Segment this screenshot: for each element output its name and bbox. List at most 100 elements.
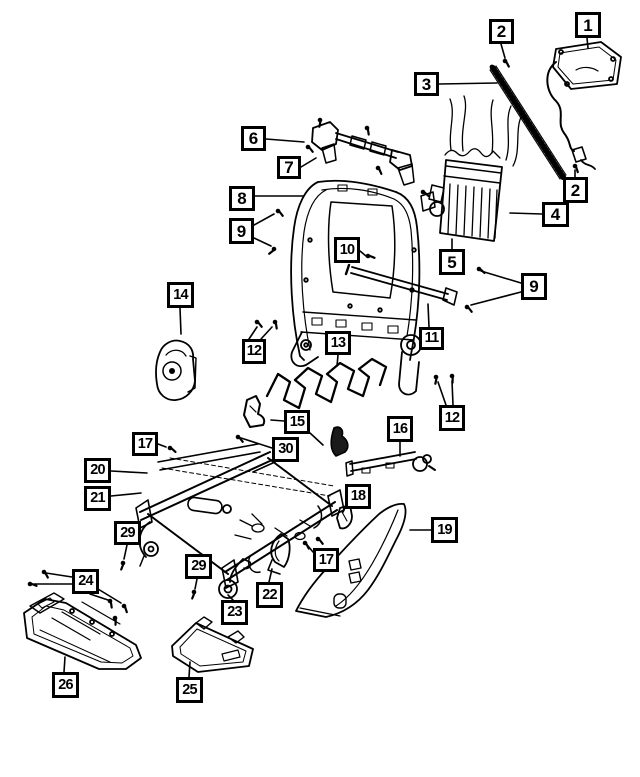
callout-label: 22 xyxy=(262,586,277,603)
leader-line xyxy=(307,545,314,553)
callout-30-32[interactable]: 30 xyxy=(272,437,299,462)
leader-line xyxy=(260,326,273,340)
part-support-plate xyxy=(171,616,254,673)
callout-20-23[interactable]: 20 xyxy=(84,458,111,483)
callout-22-25[interactable]: 22 xyxy=(256,582,283,608)
callout-label: 29 xyxy=(191,558,206,575)
leader-line xyxy=(480,270,522,284)
callout-15-17[interactable]: 15 xyxy=(284,410,310,434)
callout-23-26[interactable]: 23 xyxy=(221,600,248,625)
callout-8-8[interactable]: 8 xyxy=(229,186,255,211)
part-tie-rod xyxy=(489,64,567,180)
callout-26-29[interactable]: 26 xyxy=(52,672,79,698)
callout-12-13[interactable]: 12 xyxy=(242,339,266,364)
leader-line xyxy=(336,354,339,367)
callout-label: 17 xyxy=(318,551,334,568)
part-module-panel xyxy=(546,41,622,170)
callout-label: 19 xyxy=(437,521,452,538)
callout-24-27[interactable]: 24 xyxy=(72,569,99,594)
part-adjuster-rail xyxy=(345,451,436,477)
callout-label: 15 xyxy=(289,413,305,430)
part-latch-left xyxy=(243,395,266,428)
callout-label: 13 xyxy=(330,334,346,351)
leader-line xyxy=(451,380,454,406)
callout-label: 9 xyxy=(236,221,247,241)
callout-25-28[interactable]: 25 xyxy=(176,677,203,703)
part-lumbar-rod xyxy=(344,263,458,306)
callout-label: 26 xyxy=(58,676,73,693)
part-latch-right xyxy=(330,426,349,457)
callout-9-10[interactable]: 9 xyxy=(521,273,547,300)
callout-2-3[interactable]: 2 xyxy=(563,177,588,203)
callout-29-30[interactable]: 29 xyxy=(114,521,141,545)
callout-12-14[interactable]: 12 xyxy=(439,405,465,431)
leader-lines xyxy=(33,37,589,678)
callout-label: 29 xyxy=(120,524,135,541)
leader-line xyxy=(270,419,285,422)
leader-line xyxy=(427,303,430,328)
callout-2-1[interactable]: 2 xyxy=(489,19,514,44)
callout-7-7[interactable]: 7 xyxy=(277,156,301,179)
leader-line xyxy=(194,578,198,590)
leader-line xyxy=(500,43,506,59)
part-cushion-pan xyxy=(23,592,142,670)
callout-label: 3 xyxy=(421,74,432,94)
callout-6-6[interactable]: 6 xyxy=(241,126,266,151)
callout-5-5[interactable]: 5 xyxy=(439,249,465,275)
callout-9-9[interactable]: 9 xyxy=(229,218,254,244)
leader-line xyxy=(359,250,367,257)
callout-4-4[interactable]: 4 xyxy=(542,202,569,227)
callout-label: 21 xyxy=(90,490,105,507)
callout-label: 18 xyxy=(350,488,366,505)
leader-line xyxy=(110,470,148,474)
leader-line xyxy=(265,138,305,143)
callout-label: 2 xyxy=(570,180,581,200)
callout-label: 1 xyxy=(583,15,593,35)
leader-line xyxy=(586,37,589,49)
callout-17-19[interactable]: 17 xyxy=(132,432,158,456)
callout-label: 20 xyxy=(90,462,105,479)
callout-label: 10 xyxy=(339,241,355,258)
leader-line xyxy=(509,212,543,215)
callout-1-0[interactable]: 1 xyxy=(575,12,601,38)
leader-line xyxy=(252,461,276,473)
leader-line xyxy=(179,307,182,335)
leader-line xyxy=(97,588,122,604)
part-anchor-bracket xyxy=(336,504,353,530)
callout-14-16[interactable]: 14 xyxy=(167,282,194,308)
callout-label: 25 xyxy=(182,681,197,698)
callout-29-31[interactable]: 29 xyxy=(185,554,212,579)
callout-3-2[interactable]: 3 xyxy=(414,72,439,96)
callout-label: 8 xyxy=(237,189,247,208)
leader-line xyxy=(157,443,167,448)
callout-13-15[interactable]: 13 xyxy=(325,331,351,355)
leader-line xyxy=(89,593,109,601)
leader-line xyxy=(437,381,447,406)
leader-line xyxy=(45,572,73,578)
part-outboard-shield xyxy=(295,502,407,618)
leader-line xyxy=(309,432,324,446)
callout-label: 17 xyxy=(137,435,153,452)
callout-18-21[interactable]: 18 xyxy=(345,484,371,509)
callout-10-11[interactable]: 10 xyxy=(334,237,360,263)
leader-line xyxy=(240,437,273,449)
leader-line xyxy=(63,656,66,673)
callout-label: 12 xyxy=(444,409,460,426)
leader-line xyxy=(227,594,234,601)
callout-16-18[interactable]: 16 xyxy=(387,416,413,442)
callout-19-22[interactable]: 19 xyxy=(431,517,458,543)
callout-label: 11 xyxy=(424,330,440,347)
callout-label: 30 xyxy=(278,441,293,458)
callout-label: 2 xyxy=(496,22,507,41)
part-heater-pad xyxy=(420,95,522,242)
callout-21-24[interactable]: 21 xyxy=(84,486,111,511)
callout-11-12[interactable]: 11 xyxy=(419,327,444,350)
leader-line xyxy=(470,291,522,306)
leader-line xyxy=(268,568,273,583)
leader-line xyxy=(300,157,317,168)
part-cushion-wire xyxy=(265,357,388,410)
callout-label: 12 xyxy=(246,343,262,360)
callout-label: 24 xyxy=(78,573,93,590)
callout-17-20[interactable]: 17 xyxy=(313,548,339,572)
